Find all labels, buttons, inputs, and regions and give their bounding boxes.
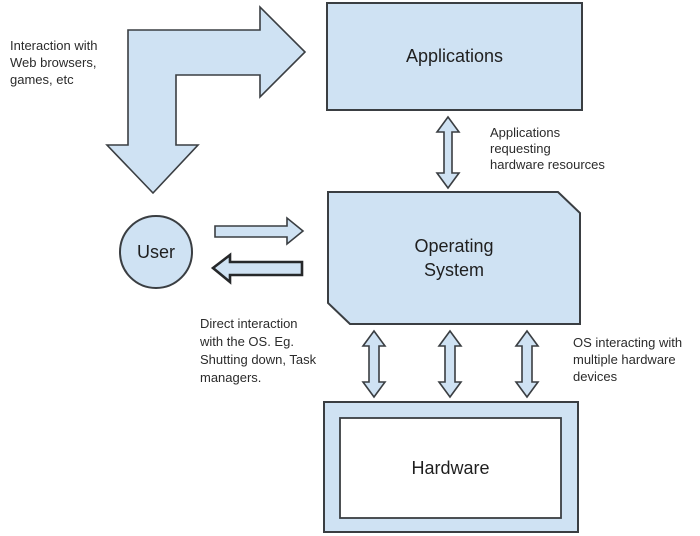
- hardware-label: Hardware: [411, 457, 490, 478]
- user-to-os-arrow: [214, 216, 305, 246]
- user-circle: [119, 215, 193, 289]
- annotation-web-interaction: Interaction with Web browsers, games, et…: [10, 38, 98, 87]
- os-hardware-double-arrow-2: [437, 329, 463, 399]
- applications-label: Applications: [405, 46, 504, 66]
- annotation-direct-interaction: Direct interaction with the OS. Eg. Shut…: [200, 316, 317, 385]
- user-web-apps-bent-arrow: [105, 5, 307, 195]
- operating-system-box: [327, 191, 581, 325]
- hardware-box-inner: [339, 417, 562, 519]
- applications-os-double-arrow: [435, 115, 461, 190]
- annotation-os-hardware: OS interacting with multiple hardware de…: [573, 335, 683, 384]
- os-hardware-double-arrow-1: [361, 329, 387, 399]
- user-label: User: [136, 241, 175, 262]
- applications-box: [326, 2, 583, 111]
- os-hardware-double-arrow-3: [514, 329, 540, 399]
- operating-system-label: Operating System: [414, 236, 494, 280]
- annotation-apps-requesting: Applications requesting hardware resourc…: [490, 125, 605, 172]
- os-to-user-arrow: [210, 252, 304, 285]
